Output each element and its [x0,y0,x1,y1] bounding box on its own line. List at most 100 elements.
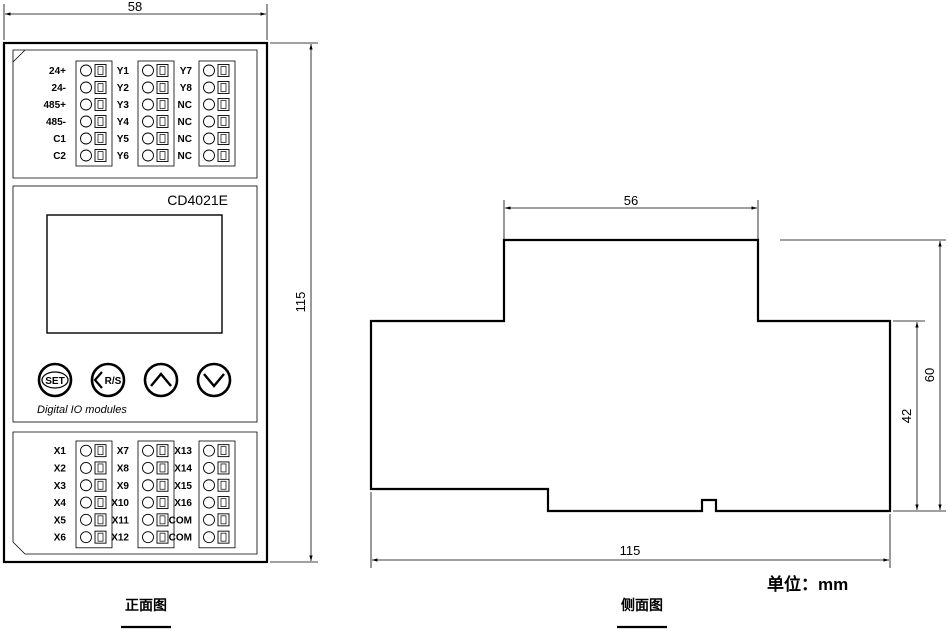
terminal-slot-icon [217,461,230,475]
terminal-slot-icon [217,513,230,527]
terminal-slot-inner-icon [97,117,104,126]
top-terminal-label: NC [178,151,192,162]
terminal-screw-icon [80,496,92,509]
terminal-slot-icon [94,478,107,492]
top-terminal-label: Y7 [180,66,193,77]
terminal-screw-icon [142,531,154,544]
bottom-terminal-label: X12 [111,533,129,544]
terminal-slot-inner-icon [220,463,227,473]
terminal-slot-inner-icon [97,446,104,455]
terminal-slot-inner-icon [97,463,104,473]
top-terminal-block-1 [75,60,113,167]
terminal-slot-inner-icon [97,532,104,542]
bottom-terminal-block-3 [198,440,236,549]
terminal-screw-icon [203,496,215,509]
top-panel-chamfer [12,49,26,63]
top-terminal-label: Y8 [180,83,193,94]
terminal-slot-inner-icon [159,446,166,455]
terminal-screw-icon [142,132,154,145]
terminal-screw-icon [142,496,154,509]
terminal-screw-icon [142,444,154,457]
terminal-screw-icon [80,462,92,474]
terminal-screw-icon [142,98,154,111]
terminal-screw-icon [203,149,215,162]
subtitle-label: Digital IO modules [37,404,127,416]
terminal-slot-icon [94,496,107,509]
top-terminal-label: 24- [52,83,66,94]
terminal-slot-inner-icon [220,151,227,160]
terminal-slot-inner-icon [220,532,227,542]
terminal-slot-icon [156,444,169,458]
top-terminal-label: Y4 [117,117,130,128]
terminal-slot-icon [94,115,107,128]
set-button[interactable]: SET [37,362,73,398]
terminal-slot-icon [94,132,107,145]
bottom-terminal-label: X11 [112,515,130,526]
top-terminal-block-3 [198,60,236,167]
terminal-slot-icon [156,461,169,475]
terminal-slot-icon [94,149,107,162]
terminal-slot-inner-icon [220,83,227,92]
side-body-dim-label: 42 [899,409,914,423]
terminal-slot-icon [217,98,230,111]
terminal-slot-inner-icon [159,100,166,109]
top-terminal-label: 24+ [49,66,66,77]
terminal-slot-icon [217,132,230,145]
terminal-screw-icon [142,115,154,128]
bottom-terminal-label: COM [169,515,192,526]
terminal-slot-icon [217,496,230,509]
terminal-slot-icon [217,530,230,544]
bottom-terminal-label: X9 [117,481,130,492]
terminal-slot-icon [217,478,230,492]
terminal-slot-inner-icon [97,134,104,143]
side-profile [369,238,892,513]
terminal-screw-icon [80,444,92,457]
terminal-slot-icon [156,98,169,111]
terminal-slot-icon [94,461,107,475]
chevron-down-icon [203,373,225,388]
bottom-terminal-panel [12,431,258,555]
terminal-slot-inner-icon [220,134,227,143]
bottom-terminal-label: COM [169,533,192,544]
terminal-slot-inner-icon [97,83,104,92]
terminal-slot-inner-icon [97,498,104,507]
bottom-terminal-label: X1 [54,446,67,457]
terminal-blocks: 24+24-485+485-C1C2Y1Y2Y3Y4Y5Y6Y7Y8NCNCNC… [43,60,236,549]
top-terminal-label: 485+ [43,100,66,111]
bottom-terminal-label: X14 [174,463,192,474]
bottom-terminal-block-1 [75,440,113,549]
terminal-slot-icon [217,64,230,77]
terminal-slot-icon [156,115,169,128]
chevron-up-icon [150,372,172,387]
top-terminal-label: NC [178,100,192,111]
terminal-screw-icon [80,479,92,492]
top-terminal-label: NC [178,117,192,128]
bottom-terminal-label: X3 [54,481,67,492]
bottom-terminal-label: X7 [117,446,130,457]
terminal-slot-icon [94,444,107,458]
set-button-label: SET [45,376,64,387]
terminal-screw-icon [203,462,215,474]
bottom-terminal-label: X4 [54,498,67,509]
terminal-slot-inner-icon [159,134,166,143]
terminal-slot-icon [156,132,169,145]
terminal-slot-inner-icon [97,100,104,109]
terminal-screw-icon [142,513,154,526]
terminal-screw-icon [203,479,215,492]
terminal-slot-inner-icon [159,463,166,473]
top-terminal-panel [12,49,258,179]
terminal-slot-icon [156,513,169,527]
terminal-screw-icon [142,81,154,94]
run-stop-button[interactable]: R/S [90,362,126,398]
terminal-slot-inner-icon [220,480,227,490]
bottom-terminal-label: X6 [54,533,67,544]
terminal-screw-icon [80,64,92,77]
up-button[interactable] [143,362,179,398]
terminal-screw-icon [142,149,154,162]
top-terminal-label: Y3 [117,100,130,111]
terminal-slot-icon [217,81,230,94]
terminal-slot-icon [156,81,169,94]
down-button[interactable] [196,362,232,398]
terminal-slot-icon [217,444,230,458]
